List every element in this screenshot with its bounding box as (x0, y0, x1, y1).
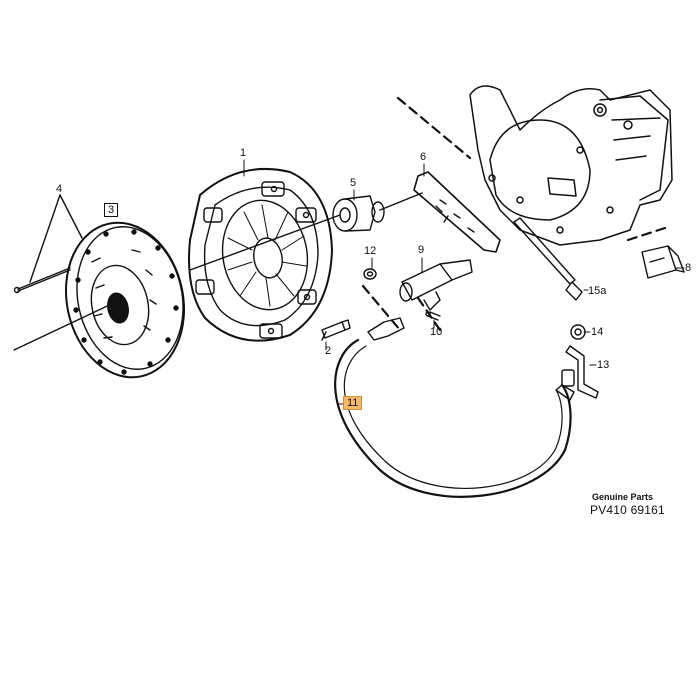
release-bearing (332, 195, 385, 232)
callout-11: 11 (343, 396, 363, 410)
slave-cylinder (399, 259, 473, 311)
bracket-and-pipe (513, 217, 599, 399)
callout-8: 8 (685, 262, 692, 274)
clutch-hose (334, 317, 575, 498)
callout-13: 13 (597, 359, 610, 371)
callout-1: 1 (240, 147, 247, 159)
brand-label: Genuine Parts (592, 492, 654, 502)
callout-3: 3 (104, 203, 119, 217)
pressure-plate (188, 167, 333, 342)
axis-line (13, 192, 423, 351)
callout-15a: 15a (588, 285, 607, 297)
callout-12: 12 (364, 245, 377, 257)
part-number: PV410 69161 (590, 503, 665, 517)
callout-9: 9 (418, 244, 425, 256)
callout-5: 5 (350, 177, 357, 189)
callout-2: 2 (325, 345, 332, 357)
callout-4: 4 (56, 183, 63, 195)
flywheel-bolts (13, 194, 83, 294)
callout-6: 6 (420, 151, 427, 163)
callout-14: 14 (591, 326, 604, 338)
leader-lines (243, 159, 685, 405)
release-fork (413, 171, 501, 253)
small-fittings (321, 268, 441, 341)
guide-lines (361, 96, 667, 332)
clutch-disc (64, 221, 186, 379)
callout-10: 10 (430, 326, 443, 338)
switch-component (641, 245, 685, 279)
gearbox-housing (469, 85, 673, 246)
